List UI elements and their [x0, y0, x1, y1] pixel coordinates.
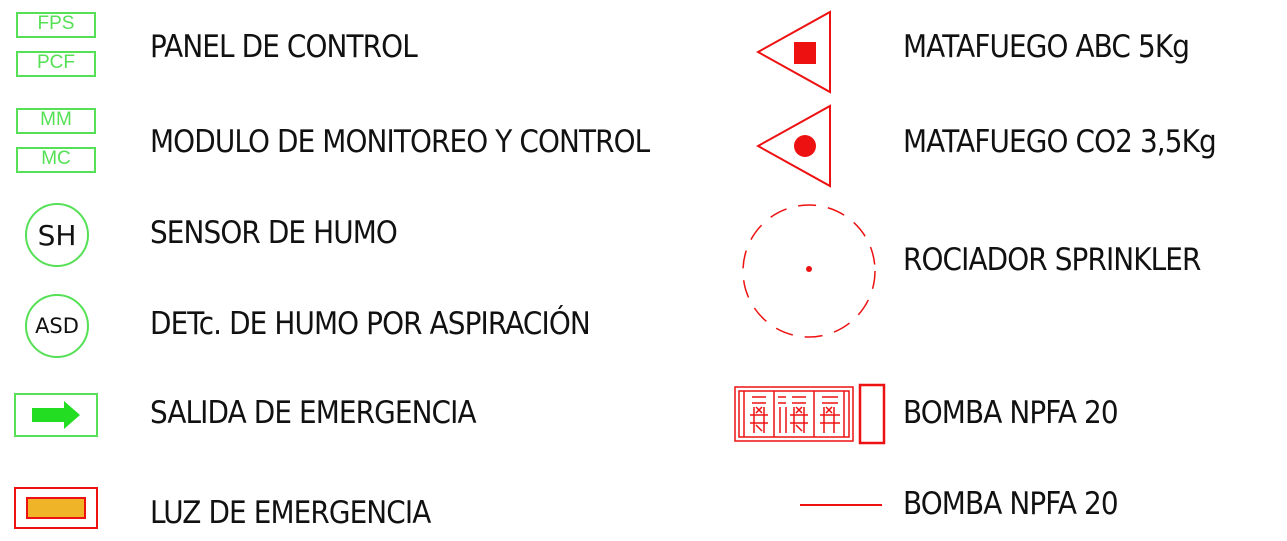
legend-label-pipe: BOMBA NPFA 20 [903, 486, 1119, 522]
legend-label-exit: SALIDA DE EMERGENCIA [150, 395, 477, 431]
legend-label-pump: BOMBA NPFA 20 [903, 395, 1119, 431]
legend-label-extinguisher-abc: MATAFUEGO ABC 5Kg [903, 29, 1190, 65]
sprinkler-icon [742, 204, 876, 338]
extinguisher-co2-icon [756, 104, 831, 188]
legend-label-sprinkler: ROCIADOR SPRINKLER [903, 242, 1201, 278]
smoke-sensor-icon: SH [25, 203, 89, 267]
pipe-line-icon [800, 504, 882, 506]
legend-label-module: MODULO DE MONITOREO Y CONTROL [150, 124, 650, 160]
legend-label-emergency-light: LUZ DE EMERGENCIA [150, 495, 431, 531]
emergency-light-icon [14, 487, 98, 529]
mc-code-box: MC [16, 147, 96, 173]
pcf-code-box: PCF [16, 51, 96, 77]
extinguisher-abc-icon [756, 10, 831, 94]
fps-code-box: FPS [16, 12, 96, 38]
aspiration-detector-icon: ASD [25, 294, 89, 358]
legend-label-extinguisher-co2: MATAFUEGO CO2 3,5Kg [903, 124, 1217, 160]
legend-label-smoke-sensor: SENSOR DE HUMO [150, 215, 398, 251]
pump-icon [734, 383, 886, 445]
legend-label-aspiration: DETc. DE HUMO POR ASPIRACIÓN [150, 306, 591, 342]
mm-code-box: MM [16, 108, 96, 134]
exit-arrow-icon [14, 393, 98, 437]
legend-label-panel: PANEL DE CONTROL [150, 29, 418, 65]
